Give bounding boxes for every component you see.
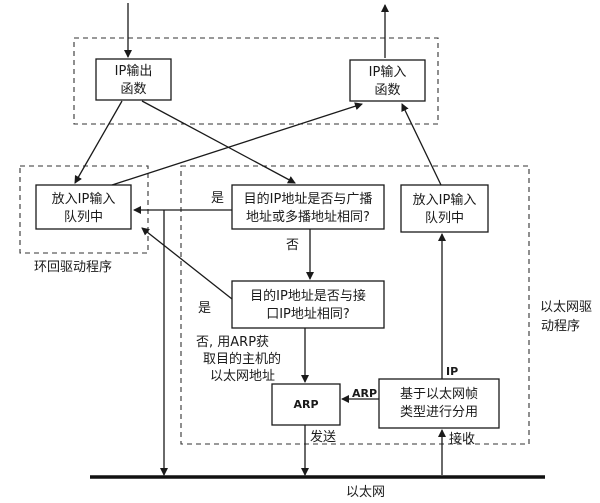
- demux-label-1: 基于以太网帧: [400, 387, 478, 402]
- yes-label-interface: 是: [198, 301, 211, 316]
- arp-lookup-note-1: 否, 用ARP获: [196, 335, 269, 350]
- arrow-output-to-check: [141, 100, 296, 184]
- ip-input-label-1: IP输入: [369, 64, 407, 80]
- ip-input-box: [349, 59, 426, 102]
- yes-label-broadcast: 是: [211, 191, 224, 206]
- demux-label-2: 类型进行分用: [400, 405, 478, 420]
- interface-addr-check-box: [231, 280, 385, 329]
- no-label-broadcast: 否: [286, 238, 299, 253]
- ethernet-driver-label-1: 以太网驱: [540, 300, 592, 315]
- ethernet-bus-label: 以太网: [346, 485, 385, 500]
- arp-edge-label: ARP: [352, 387, 377, 400]
- ip-edge-label: IP: [446, 365, 458, 378]
- arrow-interface-yes: [141, 227, 233, 300]
- receive-label: 接收: [449, 431, 475, 447]
- arrow-output-to-loopback: [74, 100, 123, 184]
- ethernet-enqueue-label-2: 队列中: [425, 211, 464, 226]
- demux-box: [378, 378, 500, 429]
- ip-output-label-1: IP输出: [115, 63, 153, 79]
- interface-check-label-2: 口IP地址相同?: [266, 307, 350, 322]
- arp-box: [271, 383, 341, 426]
- ip-input-label-2: 函数: [374, 83, 400, 98]
- ethernet-driver-group: [180, 165, 530, 445]
- loopback-driver-label: 环回驱动程序: [34, 260, 112, 275]
- ethernet-enqueue-box: [400, 184, 489, 233]
- send-label: 发送: [310, 429, 336, 445]
- ip-output-label-2: 函数: [120, 82, 146, 97]
- ethernet-driver-label-2: 动程序: [541, 319, 580, 334]
- ip-output-box: [95, 58, 172, 101]
- arrow-enqueue-to-input: [401, 103, 442, 186]
- loopback-enqueue-label-2: 队列中: [64, 210, 103, 225]
- ethernet-enqueue-label-1: 放入IP输入: [413, 192, 477, 208]
- arp-lookup-note-2: 取目的主机的: [203, 351, 281, 367]
- broadcast-check-label-1: 目的IP地址是否与广播: [244, 191, 373, 207]
- interface-check-label-1: 目的IP地址是否与接: [250, 288, 366, 304]
- broadcast-check-label-2: 地址或多播地址相同?: [246, 209, 370, 225]
- arp-box-label: ARP: [293, 398, 318, 411]
- loopback-enqueue-label-1: 放入IP输入: [52, 191, 116, 207]
- loopback-enqueue-box: [35, 184, 132, 230]
- ip-layer-group: [73, 37, 439, 125]
- arp-lookup-note-3: 以太网地址: [210, 369, 275, 384]
- arrow-loopback-to-input: [111, 102, 363, 186]
- broadcast-check-box: [231, 184, 385, 230]
